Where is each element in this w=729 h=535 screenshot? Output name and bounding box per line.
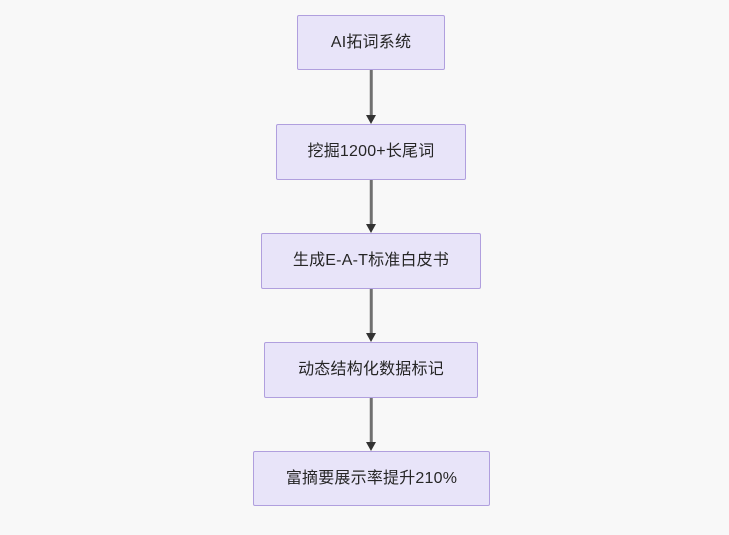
flow-node-label: 动态结构化数据标记 <box>298 361 444 379</box>
flow-node-n1[interactable]: AI拓词系统 <box>297 15 445 70</box>
arrowhead-down-icon <box>366 333 376 342</box>
arrowhead-down-icon <box>366 115 376 124</box>
flow-node-n4[interactable]: 动态结构化数据标记 <box>264 342 478 398</box>
flow-node-label: AI拓词系统 <box>330 33 412 51</box>
edge-line-icon <box>369 70 373 116</box>
flow-node-label: 生成E-A-T标准白皮书 <box>292 252 450 270</box>
edge-line-icon <box>369 398 373 443</box>
arrowhead-down-icon <box>366 442 376 451</box>
arrowhead-down-icon <box>366 224 376 233</box>
flow-node-label: 挖掘1200+长尾词 <box>307 143 435 161</box>
edge-line-icon <box>369 289 373 334</box>
flow-node-label: 富摘要展示率提升210% <box>285 469 458 487</box>
edge-line-icon <box>369 180 373 225</box>
flow-node-n2[interactable]: 挖掘1200+长尾词 <box>276 124 466 180</box>
flow-node-n5[interactable]: 富摘要展示率提升210% <box>253 451 490 506</box>
flow-node-n3[interactable]: 生成E-A-T标准白皮书 <box>261 233 481 289</box>
